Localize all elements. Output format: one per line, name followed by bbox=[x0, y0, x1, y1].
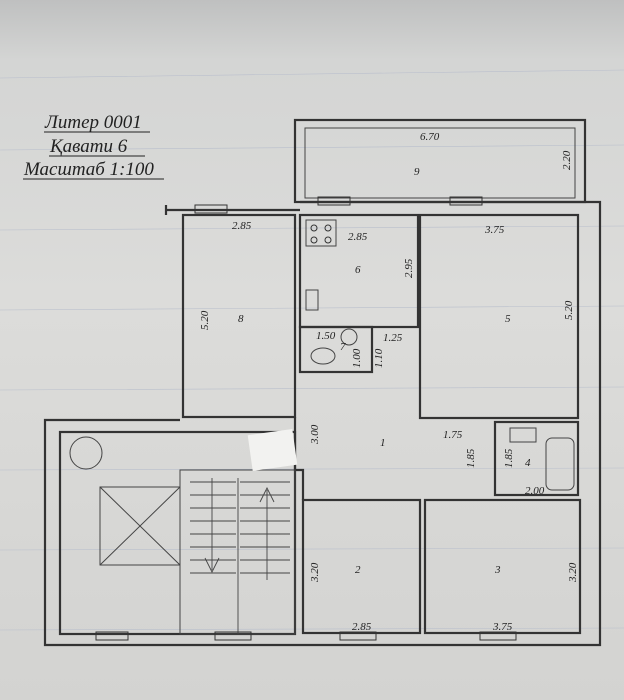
liter-label: Литер 0001 bbox=[44, 112, 142, 133]
bathtub-icon bbox=[545, 437, 575, 491]
dim-label: 1.85 bbox=[503, 448, 515, 468]
room-2-number: 2 bbox=[355, 564, 361, 576]
title-block: Литер 0001 Қавати 6 Масштаб 1:100 bbox=[23, 112, 164, 180]
dim-label: 1.85 bbox=[465, 448, 477, 468]
staircase bbox=[190, 478, 290, 634]
room-3-number: 3 bbox=[494, 564, 501, 576]
dim-label: 3.20 bbox=[309, 562, 321, 583]
paper-lines bbox=[0, 69, 624, 631]
room-numbers: 9 8 6 7 5 1 4 2 3 bbox=[238, 166, 531, 576]
dim-label: 2.85 bbox=[348, 231, 368, 243]
dim-label: 1.25 bbox=[383, 332, 403, 344]
dim-label: 3.20 bbox=[567, 562, 579, 583]
fixtures bbox=[305, 219, 575, 491]
walls bbox=[43, 118, 602, 647]
bathroom-sink-icon bbox=[509, 427, 537, 443]
dim-label: 5.20 bbox=[199, 310, 211, 330]
dim-label: 6.70 bbox=[420, 131, 440, 143]
room-1-number: 1 bbox=[380, 437, 386, 449]
room-6-number: 6 bbox=[355, 264, 361, 276]
dim-label: 3.00 bbox=[309, 424, 321, 445]
room-8-number: 8 bbox=[238, 313, 244, 325]
dim-label: 1.50 bbox=[316, 330, 336, 342]
washbasin-icon bbox=[340, 328, 358, 346]
dim-label: 2.85 bbox=[232, 220, 252, 232]
dimension-labels: 6.70 2.20 2.85 5.20 2.85 2.95 3.75 5.20 … bbox=[199, 131, 579, 633]
scale-label: Масштаб 1:100 bbox=[23, 159, 154, 180]
dim-label: 3.75 bbox=[484, 224, 505, 236]
dim-label: 1.75 bbox=[443, 429, 463, 441]
room-7-number: 7 bbox=[340, 341, 346, 353]
dim-label: 2.00 bbox=[525, 485, 545, 497]
dim-label: 2.95 bbox=[403, 258, 415, 278]
floor-label: Қавати 6 bbox=[49, 136, 128, 157]
toilet-icon bbox=[310, 347, 336, 365]
kitchen-sink-icon bbox=[305, 289, 319, 311]
windows bbox=[95, 196, 517, 641]
dim-label: 1.00 bbox=[351, 348, 363, 368]
paper-sticker bbox=[247, 428, 298, 471]
room-9-number: 9 bbox=[414, 166, 420, 178]
room-4-number: 4 bbox=[525, 457, 531, 469]
stove-icon bbox=[305, 219, 337, 247]
dim-label: 2.85 bbox=[352, 621, 372, 633]
dim-label: 5.20 bbox=[563, 300, 575, 320]
dim-label: 1.10 bbox=[373, 348, 385, 368]
dim-label: 3.75 bbox=[492, 621, 513, 633]
room-5-number: 5 bbox=[505, 313, 511, 325]
dim-label: 2.20 bbox=[561, 150, 573, 170]
